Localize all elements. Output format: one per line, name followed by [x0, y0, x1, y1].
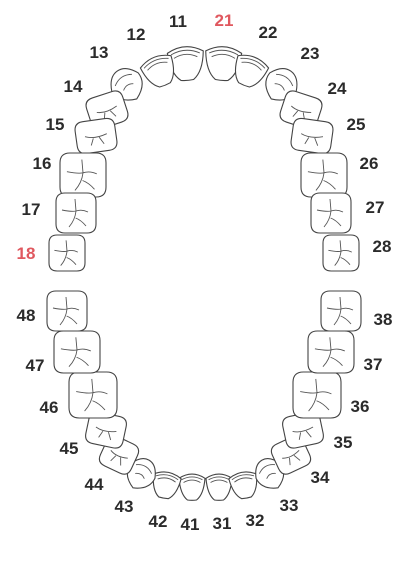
tooth-label-46[interactable]: 46	[40, 398, 59, 418]
tooth-label-48[interactable]: 48	[17, 306, 36, 326]
tooth-38[interactable]	[321, 291, 361, 331]
tooth-label-35[interactable]: 35	[334, 433, 353, 453]
tooth-label-14[interactable]: 14	[64, 77, 83, 97]
tooth-label-47[interactable]: 47	[26, 356, 45, 376]
tooth-47[interactable]	[54, 331, 100, 373]
tooth-label-42[interactable]: 42	[149, 512, 168, 532]
tooth-26[interactable]	[301, 153, 347, 197]
tooth-label-15[interactable]: 15	[46, 115, 65, 135]
tooth-41[interactable]	[179, 474, 205, 500]
tooth-15[interactable]	[74, 117, 118, 154]
tooth-label-16[interactable]: 16	[33, 154, 52, 174]
tooth-label-36[interactable]: 36	[351, 397, 370, 417]
tooth-label-27[interactable]: 27	[366, 198, 385, 218]
tooth-label-37[interactable]: 37	[364, 355, 383, 375]
tooth-label-26[interactable]: 26	[360, 154, 379, 174]
tooth-label-22[interactable]: 22	[259, 23, 278, 43]
tooth-label-32[interactable]: 32	[246, 511, 265, 531]
tooth-label-18[interactable]: 18	[17, 244, 36, 264]
tooth-label-21[interactable]: 21	[215, 11, 234, 31]
tooth-label-44[interactable]: 44	[85, 475, 104, 495]
tooth-28[interactable]	[323, 235, 359, 271]
tooth-label-24[interactable]: 24	[328, 79, 347, 99]
tooth-27[interactable]	[311, 193, 351, 233]
tooth-18[interactable]	[49, 235, 85, 271]
tooth-label-45[interactable]: 45	[60, 439, 79, 459]
tooth-label-31[interactable]: 31	[213, 514, 232, 534]
tooth-46[interactable]	[69, 372, 117, 418]
tooth-25[interactable]	[290, 117, 334, 154]
tooth-label-17[interactable]: 17	[22, 200, 41, 220]
tooth-label-11[interactable]: 11	[169, 12, 187, 32]
tooth-16[interactable]	[60, 153, 106, 197]
tooth-48[interactable]	[47, 291, 87, 331]
tooth-37[interactable]	[308, 331, 354, 373]
tooth-label-38[interactable]: 38	[374, 310, 393, 330]
tooth-17[interactable]	[56, 193, 96, 233]
tooth-label-13[interactable]: 13	[90, 43, 109, 63]
tooth-36[interactable]	[293, 372, 341, 418]
tooth-31[interactable]	[206, 474, 232, 500]
tooth-label-34[interactable]: 34	[311, 468, 330, 488]
tooth-label-23[interactable]: 23	[301, 44, 320, 64]
tooth-label-25[interactable]: 25	[347, 115, 366, 135]
tooth-label-28[interactable]: 28	[373, 237, 392, 257]
tooth-label-12[interactable]: 12	[127, 25, 146, 45]
tooth-label-43[interactable]: 43	[115, 497, 134, 517]
tooth-label-41[interactable]: 41	[181, 515, 200, 535]
tooth-label-33[interactable]: 33	[280, 496, 299, 516]
